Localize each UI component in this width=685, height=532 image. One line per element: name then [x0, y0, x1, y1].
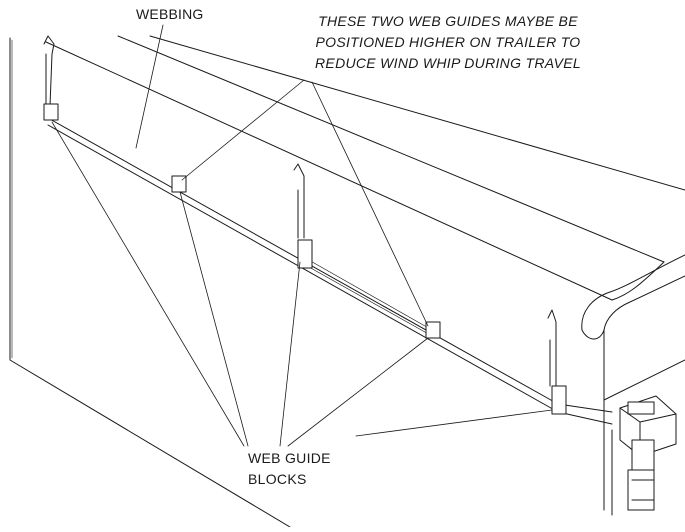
note-line-3: REDUCE WIND WHIP DURING TRAVEL	[315, 55, 581, 71]
web-guide-note: THESE TWO WEB GUIDES MAYBE BE POSITIONED…	[248, 11, 648, 74]
web-guide-blocks-label: WEB GUIDE BLOCKS	[248, 448, 331, 490]
web-guide-block-4	[426, 322, 440, 338]
winch-assembly	[620, 396, 676, 510]
note-line-2: POSITIONED HIGHER ON TRAILER TO	[315, 34, 581, 50]
web-guide-block-1	[44, 104, 58, 120]
trailer-side-panel	[10, 38, 290, 527]
tarp-roll	[582, 255, 685, 400]
web-guide-blocks	[44, 104, 566, 414]
trailer-top-rails	[46, 36, 685, 300]
note-line-1: THESE TWO WEB GUIDES MAYBE BE	[318, 13, 578, 29]
blocks-label-line-2: BLOCKS	[248, 471, 307, 487]
leader-lines	[52, 25, 552, 446]
webbing-strap	[48, 118, 612, 424]
web-guide-block-5	[552, 386, 566, 414]
trailer-corner-post	[604, 400, 612, 515]
hanger-straps	[44, 36, 556, 386]
webbing-label: WEBBING	[136, 6, 204, 22]
web-guide-block-3	[298, 240, 312, 268]
blocks-label-line-1: WEB GUIDE	[248, 450, 331, 466]
